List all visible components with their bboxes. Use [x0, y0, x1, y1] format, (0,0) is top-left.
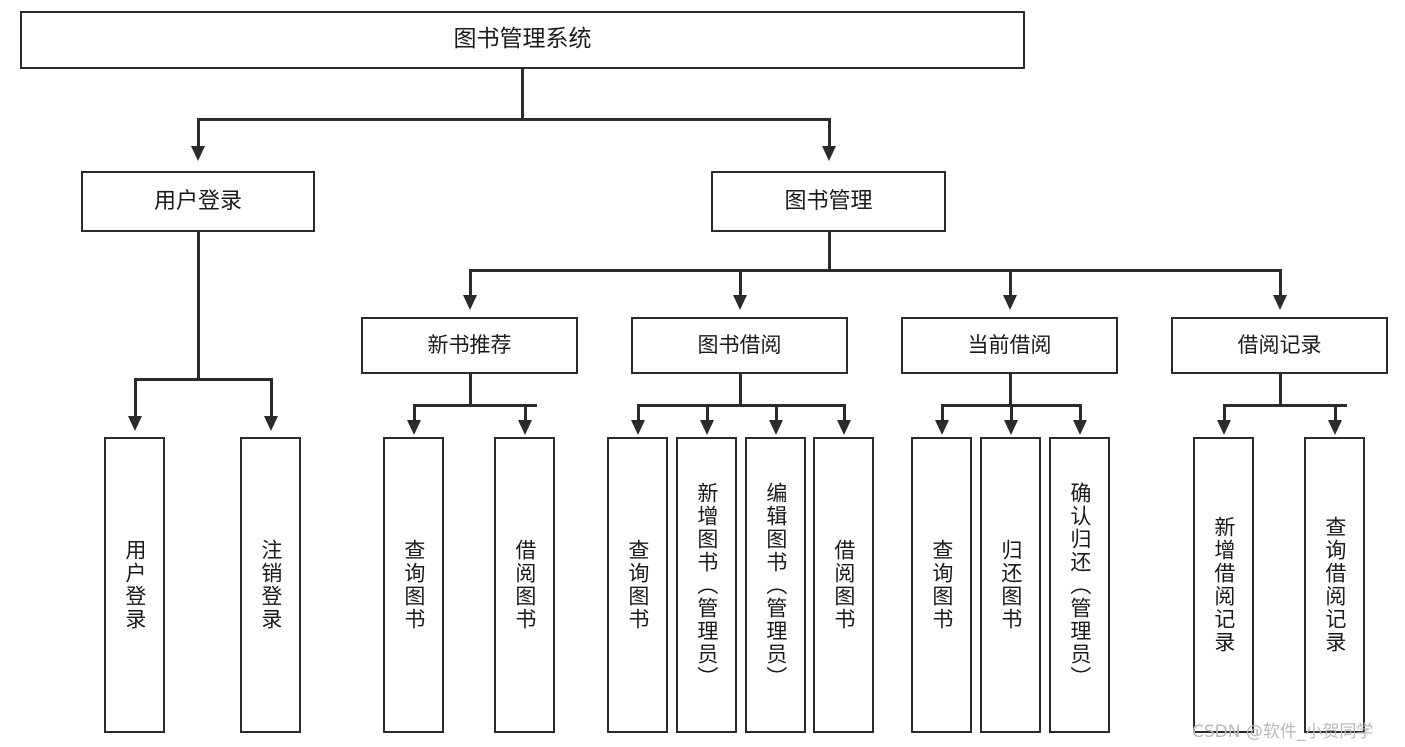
arrowhead-book-manage-to-l3-2: [733, 295, 747, 310]
node-label: 图书管理系统: [453, 26, 592, 53]
node-label: 图书管理: [784, 188, 873, 214]
arrowhead-user-login-to-leaf-1: [128, 416, 142, 431]
node-label: 查询图书: [929, 539, 954, 631]
edge-book-borrow-stem: [739, 374, 742, 406]
arrowhead-current-borrow-to-leaf-1: [935, 420, 949, 435]
node-new-book-recommend[interactable]: 新书推荐: [361, 317, 578, 374]
edge-current-borrow-to-leaf-1: [941, 404, 944, 422]
edge-book-manage-bus: [469, 269, 1281, 272]
node-current-borrow[interactable]: 当前借阅: [901, 317, 1118, 374]
node-leaf-query-book-1[interactable]: 查询图书: [383, 437, 444, 733]
arrowhead-book-borrow-to-leaf-3: [769, 420, 783, 435]
arrowhead-book-borrow-to-leaf-1: [631, 420, 645, 435]
node-book-management[interactable]: 图书管理: [711, 171, 946, 232]
edge-user-login-bus: [134, 378, 270, 381]
edge-current-borrow-stem: [1009, 374, 1012, 406]
arrowhead-borrow-record-to-leaf-1: [1217, 420, 1231, 435]
node-label: 图书借阅: [697, 333, 782, 358]
arrowhead-current-borrow-to-leaf-2: [1004, 420, 1018, 435]
node-leaf-edit-book[interactable]: 编辑图书（管理员）: [745, 437, 806, 733]
node-label: 借阅图书: [512, 539, 537, 631]
node-book-borrow[interactable]: 图书借阅: [631, 317, 848, 374]
edge-new-book-to-leaf-2: [524, 404, 527, 422]
node-label: 确认归还（管理员）: [1067, 481, 1092, 689]
node-label: 编辑图书（管理员）: [763, 481, 788, 689]
node-label: 新书推荐: [427, 333, 512, 358]
node-label: 查询图书: [625, 539, 650, 631]
edge-root-stem: [521, 69, 524, 119]
node-leaf-user-login[interactable]: 用户登录: [104, 437, 165, 733]
arrowhead-book-borrow-to-leaf-4: [837, 420, 851, 435]
node-label: 归还图书: [998, 539, 1023, 631]
arrowhead-book-borrow-to-leaf-2: [700, 420, 714, 435]
node-label: 查询借阅记录: [1322, 516, 1347, 654]
edge-book-borrow-to-leaf-4: [843, 404, 846, 422]
edge-root-bus: [197, 118, 831, 121]
edge-current-borrow-to-leaf-2: [1010, 404, 1013, 422]
arrowhead-book-manage-to-l3-1: [463, 295, 477, 310]
edge-book-manage-to-l3-4: [1279, 269, 1282, 297]
edge-borrow-record-to-leaf-1: [1223, 404, 1226, 422]
arrowhead-new-book-to-leaf-1: [407, 420, 421, 435]
edge-borrow-record-stem: [1279, 374, 1282, 406]
node-label: 新增借阅记录: [1211, 516, 1236, 654]
arrowhead-book-manage-to-l3-4: [1273, 295, 1287, 310]
node-leaf-confirm-return[interactable]: 确认归还（管理员）: [1049, 437, 1110, 733]
node-leaf-query-record[interactable]: 查询借阅记录: [1304, 437, 1365, 733]
edge-book-borrow-to-leaf-2: [706, 404, 709, 422]
edge-root-to-user-login: [197, 118, 200, 148]
node-label: 新增图书（管理员）: [694, 481, 719, 689]
node-label: 查询图书: [401, 539, 426, 631]
node-label: 当前借阅: [967, 333, 1052, 358]
node-root-book-management-system[interactable]: 图书管理系统: [20, 11, 1025, 69]
edge-new-book-stem: [469, 374, 472, 406]
edge-book-manage-to-l3-3: [1009, 269, 1012, 297]
arrowhead-user-login-to-leaf-2: [264, 416, 278, 431]
node-leaf-add-book[interactable]: 新增图书（管理员）: [676, 437, 737, 733]
node-borrow-record[interactable]: 借阅记录: [1171, 317, 1388, 374]
edge-current-borrow-to-leaf-3: [1079, 404, 1082, 422]
csdn-watermark: CSDN @软件_小贺同学: [1192, 722, 1374, 742]
arrowhead-root-to-user-login: [191, 146, 205, 161]
node-label: 用户登录: [122, 539, 147, 631]
node-leaf-query-book-3[interactable]: 查询图书: [911, 437, 972, 733]
edge-user-login-to-leaf-1: [134, 378, 137, 418]
node-leaf-logout-login[interactable]: 注销登录: [240, 437, 301, 733]
node-label: 注销登录: [258, 539, 283, 631]
edge-new-book-to-leaf-1: [413, 404, 416, 422]
edge-book-manage-stem: [828, 232, 831, 271]
node-leaf-query-book-2[interactable]: 查询图书: [607, 437, 668, 733]
edge-book-manage-to-l3-2: [739, 269, 742, 297]
node-leaf-borrow-book-2[interactable]: 借阅图书: [813, 437, 874, 733]
node-label: 借阅图书: [831, 539, 856, 631]
edge-root-to-book-manage: [828, 118, 831, 148]
arrowhead-borrow-record-to-leaf-2: [1328, 420, 1342, 435]
edge-book-borrow-to-leaf-3: [775, 404, 778, 422]
edge-new-book-bus: [413, 404, 537, 407]
arrowhead-new-book-to-leaf-2: [518, 420, 532, 435]
edge-book-manage-to-l3-1: [469, 269, 472, 297]
edge-borrow-record-to-leaf-2: [1334, 404, 1337, 422]
node-leaf-add-record[interactable]: 新增借阅记录: [1193, 437, 1254, 733]
edge-book-borrow-bus: [637, 404, 843, 407]
node-leaf-return-book[interactable]: 归还图书: [980, 437, 1041, 733]
edge-book-borrow-to-leaf-1: [637, 404, 640, 422]
edge-user-login-to-leaf-2: [270, 378, 273, 418]
node-label: 用户登录: [153, 188, 242, 214]
arrowhead-book-manage-to-l3-3: [1003, 295, 1017, 310]
edge-borrow-record-bus: [1223, 404, 1347, 407]
node-leaf-borrow-book-1[interactable]: 借阅图书: [494, 437, 555, 733]
arrowhead-root-to-book-manage: [822, 146, 836, 161]
node-user-login[interactable]: 用户登录: [81, 171, 315, 232]
node-label: 借阅记录: [1237, 333, 1322, 358]
edge-user-login-stem: [197, 232, 200, 380]
arrowhead-current-borrow-to-leaf-3: [1073, 420, 1087, 435]
